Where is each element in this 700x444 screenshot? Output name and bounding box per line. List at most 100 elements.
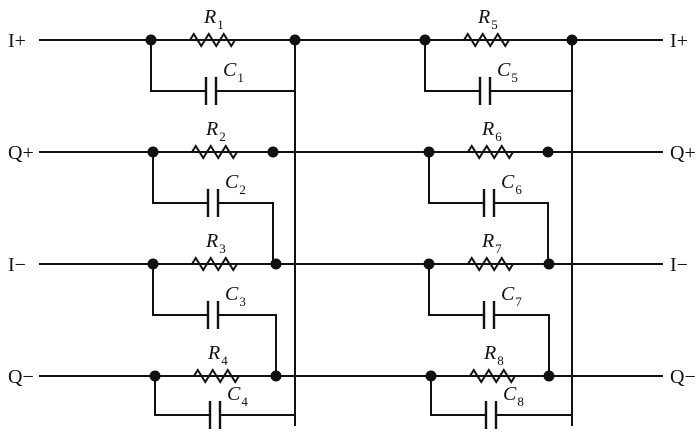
resistor-label-2-symbol: R [205,118,218,140]
port-right-4: Q− [670,366,696,388]
resistor-label-8-symbol: R [483,342,496,364]
capacitor-label-1-symbol: C [223,59,237,81]
resistor-label-6-index: 6 [495,129,502,144]
capacitor-lead-a-3 [152,263,209,316]
port-right-3: I− [670,254,688,276]
port-left-2: Q+ [8,142,34,164]
resistor-label-6-symbol: R [481,118,494,140]
resistor-label-7-index: 7 [495,241,502,256]
resistor-2 [191,144,238,160]
capacitor-2 [206,189,220,217]
port-left-3: I− [8,254,26,276]
capacitor-label-4-index: 4 [241,394,248,409]
capacitor-6 [482,189,496,217]
resistor-label-8: R8 [483,342,504,368]
capacitor-label-6-symbol: C [501,171,515,193]
resistor-label-1: R1 [203,6,224,32]
capacitor-lead-b-2 [217,202,274,265]
resistor-5 [463,32,510,48]
resistor-8 [469,368,516,384]
resistor-label-4: R4 [207,342,228,368]
junction-node-a-5 [419,34,431,46]
capacitor-label-5-index: 5 [511,70,518,85]
capacitor-label-3: C3 [225,283,246,309]
resistor-1 [189,32,236,48]
capacitor-label-1-index: 1 [237,70,244,85]
resistor-label-7: R7 [481,230,502,256]
resistor-label-5-symbol: R [477,6,490,28]
resistor-label-3: R3 [205,230,226,256]
capacitor-label-3-index: 3 [239,294,246,309]
resistor-label-2-index: 2 [219,129,226,144]
junction-node-b-4 [270,370,282,382]
capacitor-lead-b-5 [489,90,573,153]
resistor-label-2: R2 [205,118,226,144]
resistor-label-3-symbol: R [205,230,218,252]
junction-node-b-8 [543,370,555,382]
resistor-7 [467,256,514,272]
resistor-6 [467,144,514,160]
junction-bus-2 [566,34,578,46]
capacitor-lead-b-8 [495,414,573,426]
junction-node-a-3 [147,258,159,270]
resistor-label-8-index: 8 [497,353,504,368]
port-right-2: Q+ [670,142,696,164]
capacitor-lead-a-7 [428,263,485,316]
capacitor-label-2-symbol: C [225,171,239,193]
resistor-label-7-symbol: R [481,230,494,252]
capacitor-4 [208,401,222,429]
junction-node-a-1 [145,34,157,46]
capacitor-lead-b-6 [493,202,549,265]
capacitor-label-8-symbol: C [503,383,517,405]
capacitor-label-2: C2 [225,171,246,197]
resistor-label-3-index: 3 [219,241,226,256]
junction-node-a-8 [425,370,437,382]
resistor-label-6: R6 [481,118,502,144]
capacitor-lead-b-4 [219,414,296,426]
capacitor-lead-a-8 [430,375,487,416]
capacitor-label-7-symbol: C [501,283,515,305]
capacitor-label-7: C7 [501,283,522,309]
capacitor-label-5-symbol: C [497,59,511,81]
capacitor-5 [478,77,492,105]
junction-node-a-4 [149,370,161,382]
capacitor-lead-a-2 [152,151,209,204]
resistor-label-1-index: 1 [217,17,224,32]
capacitor-lead-b-1 [215,90,296,153]
capacitor-label-5: C5 [497,59,518,85]
capacitor-8 [484,401,498,429]
port-left-1: I+ [8,30,26,52]
junction-node-b-2 [267,146,279,158]
port-right-1: I+ [670,30,688,52]
resistor-label-4-symbol: R [207,342,220,364]
capacitor-label-2-index: 2 [239,182,246,197]
capacitor-label-6-index: 6 [515,182,522,197]
capacitor-label-6: C6 [501,171,522,197]
resistor-label-5-index: 5 [491,17,498,32]
capacitor-label-7-index: 7 [515,294,522,309]
resistor-3 [191,256,238,272]
capacitor-label-4: C4 [227,383,248,409]
capacitor-lead-a-4 [154,375,211,416]
capacitor-label-4-symbol: C [227,383,241,405]
resistor-label-1-symbol: R [203,6,216,28]
capacitor-label-8-index: 8 [517,394,524,409]
capacitor-label-8: C8 [503,383,524,409]
capacitor-1 [204,77,218,105]
capacitor-lead-a-5 [424,39,481,92]
capacitor-lead-b-3 [217,314,277,377]
capacitor-label-3-symbol: C [225,283,239,305]
resistor-4 [193,368,240,384]
port-left-4: Q− [8,366,34,388]
resistor-label-4-index: 4 [221,353,228,368]
junction-node-a-7 [423,258,435,270]
junction-node-a-6 [423,146,435,158]
junction-bus-1 [289,34,301,46]
capacitor-lead-a-6 [428,151,485,204]
resistor-label-5: R5 [477,6,498,32]
junction-node-b-6 [542,146,554,158]
junction-node-a-2 [147,146,159,158]
junction-node-b-3 [270,258,282,270]
junction-node-b-7 [543,258,555,270]
